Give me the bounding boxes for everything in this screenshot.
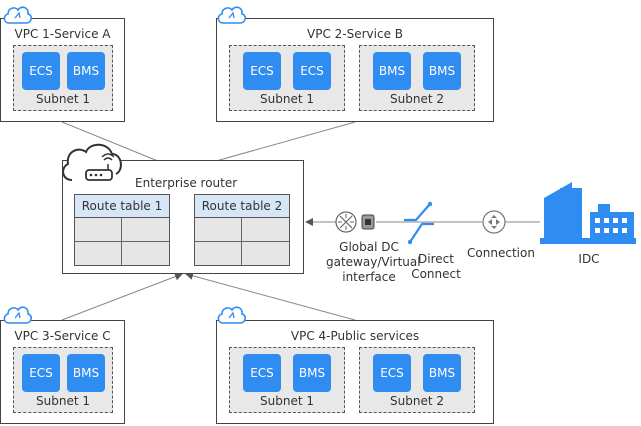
global-dc-line2: gateway/Virtual [326,255,421,269]
vpc2-box: VPC 2-Service B ECS ECS Subnet 1 BMS BMS… [216,18,494,122]
vpc3-ecs-icon: ECS [22,354,60,392]
cloud-icon [3,6,32,24]
cloud-icon [3,306,32,324]
vpc2-ecs-icon: ECS [243,52,281,90]
global-dc-line1: Global DC [339,240,399,254]
vpc1-box: VPC 1-Service A ECS BMS Subnet 1 [0,18,125,122]
route-table-1-cells [75,218,169,265]
vpc1-subnet1-label: Subnet 1 [36,92,90,106]
vpc2-title: VPC 2-Service B [307,27,403,41]
cloud-icon [217,6,246,24]
vpc4-box: VPC 4-Public services ECS BMS Subnet 1 E… [216,320,494,424]
vpc3-bms-icon: BMS [67,354,105,392]
vpc4-subnet1: ECS BMS Subnet 1 [229,347,345,413]
vpc4-ecs-icon: ECS [373,354,411,392]
vpc3-subnet1-label: Subnet 1 [36,394,90,408]
global-dc-label: Global DC gateway/Virtual interface [326,240,421,285]
vpc3-box: VPC 3-Service C ECS BMS Subnet 1 [0,320,125,424]
vpc4-to-router-line [185,271,356,321]
vpc4-title: VPC 4-Public services [290,329,420,343]
vpc2-ecs-icon: ECS [293,52,331,90]
router-icon [62,143,122,181]
direct-connect-icon [404,201,434,245]
idc-building-icon [540,182,636,244]
vpc1-bms-icon: BMS [67,52,105,90]
vpc2-bms-icon: BMS [423,52,461,90]
vpc2-subnet1: ECS ECS Subnet 1 [229,45,345,111]
vpc4-subnet2-label: Subnet 2 [390,394,444,408]
connection-icon [482,210,506,234]
enterprise-router-title: Enterprise router [135,176,238,190]
connection-label: Connection [467,246,535,260]
vpc2-subnet2: BMS BMS Subnet 2 [359,45,475,111]
vpc1-title: VPC 1-Service A [14,27,111,41]
route-table-1-header: Route table 1 [75,195,169,218]
vpc3-subnet1: ECS BMS Subnet 1 [13,347,113,413]
idc-label: IDC [578,252,600,266]
route-table-2: Route table 2 [194,194,290,266]
route-table-2-cells [195,218,289,265]
vpc3-title: VPC 3-Service C [14,329,111,343]
vpc1-subnet1: ECS BMS Subnet 1 [13,45,113,111]
route-table-2-header: Route table 2 [195,195,289,218]
vpc4-bms-icon: BMS [293,354,331,392]
vpc2-bms-icon: BMS [373,52,411,90]
vpc2-subnet1-label: Subnet 1 [260,92,314,106]
direct-connect-line2: Connect [411,267,461,281]
global-dc-line3: interface [342,270,396,284]
vpc4-subnet1-label: Subnet 1 [260,394,314,408]
route-table-1: Route table 1 [74,194,170,266]
gateway-icon [335,211,375,233]
vpc1-ecs-icon: ECS [22,52,60,90]
direct-connect-label: Direct Connect [406,252,466,282]
vpc4-bms-icon: BMS [423,354,461,392]
vpc2-subnet2-label: Subnet 2 [390,92,444,106]
vpc3-to-router-line [61,272,183,321]
vpc4-subnet2: ECS BMS Subnet 2 [359,347,475,413]
direct-connect-line1: Direct [418,252,454,266]
vpc4-ecs-icon: ECS [243,354,281,392]
cloud-icon [217,306,246,324]
